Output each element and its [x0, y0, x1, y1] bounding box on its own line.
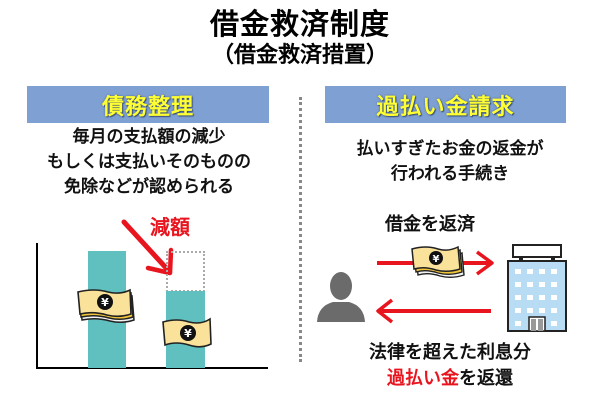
person-icon — [317, 272, 365, 322]
description-line: もしくは支払いそのものの — [47, 152, 251, 172]
caption-line-2: 過払い金を返還 — [330, 364, 570, 390]
bar-reduced-portion — [166, 251, 205, 292]
description-line: 免除などが認められる — [64, 177, 234, 197]
overpayment-highlight: 過払い金 — [387, 368, 459, 389]
repay-debt-label: 借金を返済 — [385, 214, 475, 235]
section-heading-overpayment-claim: 過払い金請求 — [325, 86, 566, 123]
dotted-divider — [299, 97, 302, 362]
down-right-arrow-icon — [121, 219, 174, 276]
description-line: 払いすぎたお金の返金が — [356, 139, 544, 159]
interest-caption: 法律を超えた利息分 過払い金を返還 — [330, 338, 570, 390]
yen-banknote-stack-icon: ¥ — [411, 245, 465, 278]
page-title: 借金救済制度 — [209, 7, 390, 41]
svg-text:¥: ¥ — [184, 327, 192, 340]
description-line: 行われる手続き — [390, 164, 510, 184]
left-arrow-icon — [376, 298, 491, 324]
right-description: 払いすぎたお金の返金が 行われる手続き — [310, 137, 590, 187]
reduction-label: 減額 — [150, 215, 190, 239]
section-heading-debt-consolidation: 債務整理 — [27, 86, 269, 123]
left-description: 毎月の支払額の減少 もしくは支払いそのものの 免除などが認められる — [20, 125, 278, 200]
bank-building-icon — [507, 244, 567, 332]
yen-banknote-icon: ¥ — [162, 317, 212, 348]
yen-banknote-stack-icon: ¥ — [77, 288, 135, 324]
section-heading-label: 過払い金請求 — [376, 94, 515, 120]
caption-line-2-rest: を返還 — [459, 368, 513, 389]
chart-x-axis — [36, 367, 268, 369]
page-subtitle: （借金救済措置） — [211, 43, 388, 68]
description-line: 毎月の支払額の減少 — [72, 127, 226, 147]
caption-line-1: 法律を超えた利息分 — [369, 342, 531, 363]
section-heading-label: 債務整理 — [101, 94, 194, 120]
chart-y-axis — [36, 243, 38, 369]
svg-text:¥: ¥ — [433, 254, 440, 265]
svg-text:¥: ¥ — [101, 296, 109, 309]
